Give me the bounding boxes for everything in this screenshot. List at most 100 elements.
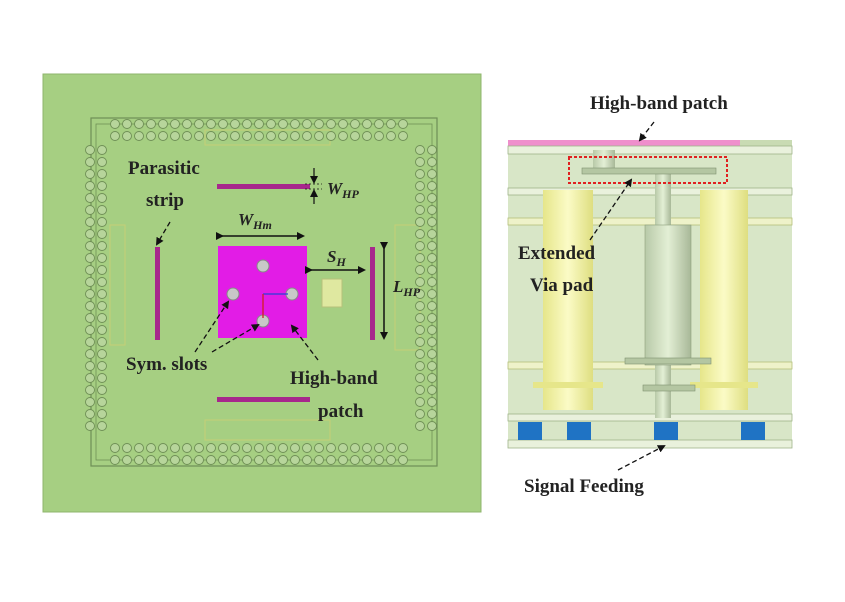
- leader-sym-slots: [194, 300, 230, 353]
- via-circle: [97, 313, 107, 323]
- via-circle: [206, 455, 216, 465]
- via-circle: [266, 443, 276, 453]
- via-circle: [122, 455, 132, 465]
- via-circle: [415, 301, 425, 311]
- via-circle: [266, 131, 276, 141]
- leader-sym-slots: [211, 323, 260, 353]
- via-circle: [266, 455, 276, 465]
- label-signal-feeding: Signal Feeding: [524, 476, 644, 497]
- ground-trace: [204, 129, 331, 146]
- via-circle: [146, 119, 156, 129]
- via-circle: [386, 443, 396, 453]
- label-l-hp: LHP: [392, 277, 421, 299]
- via-circle: [194, 131, 204, 141]
- via-circle: [170, 119, 180, 129]
- via-circle: [362, 119, 372, 129]
- via-circle: [415, 145, 425, 155]
- via-circle: [278, 443, 288, 453]
- via-circle: [85, 409, 95, 419]
- leader-high-band-patch: [638, 121, 655, 142]
- via-circle: [97, 301, 107, 311]
- via-circle: [415, 277, 425, 287]
- label-strip: strip: [146, 190, 184, 211]
- leader-high-band: [290, 324, 319, 361]
- label-extended: Extended: [518, 243, 596, 264]
- via-circle: [170, 443, 180, 453]
- via-circle: [194, 119, 204, 129]
- via-circle: [254, 119, 264, 129]
- via-circle: [158, 443, 168, 453]
- via-circle: [230, 119, 240, 129]
- via-circle: [97, 337, 107, 347]
- via-circle: [350, 443, 360, 453]
- via-circle: [85, 217, 95, 227]
- label-via-pad: Via pad: [530, 275, 594, 296]
- via-circle: [97, 289, 107, 299]
- via-circle: [415, 265, 425, 275]
- via-circle: [398, 119, 408, 129]
- via-circle: [427, 397, 437, 407]
- via-circle: [110, 455, 120, 465]
- via-circle: [326, 455, 336, 465]
- parasitic-strip-top: [217, 184, 310, 189]
- via-circle: [314, 455, 324, 465]
- via-circle: [218, 119, 228, 129]
- via-circle: [415, 157, 425, 167]
- via-circle: [97, 217, 107, 227]
- via-circle: [427, 145, 437, 155]
- parasitic-strip-bottom: [217, 397, 310, 402]
- via-circle: [415, 289, 425, 299]
- extended-via-pad: [581, 167, 717, 175]
- via-circle: [338, 131, 348, 141]
- via-circle: [218, 131, 228, 141]
- via-circle: [415, 385, 425, 395]
- central-via-pad: [642, 384, 696, 392]
- via-circle: [206, 131, 216, 141]
- via-circle: [85, 157, 95, 167]
- via-circle: [158, 119, 168, 129]
- via-circle: [326, 443, 336, 453]
- via-circle: [158, 455, 168, 465]
- via-circle: [97, 169, 107, 179]
- via-circle: [290, 443, 300, 453]
- dielectric-layer: [507, 187, 793, 196]
- via-circle: [386, 131, 396, 141]
- via-circle: [427, 157, 437, 167]
- leader-signal-feeding: [617, 445, 666, 471]
- via-circle: [97, 265, 107, 275]
- via-circle: [427, 301, 437, 311]
- feed-stub: [321, 278, 343, 308]
- via-circle: [242, 131, 252, 141]
- via-circle: [218, 455, 228, 465]
- via-circle: [230, 131, 240, 141]
- yellow-via: [543, 190, 593, 410]
- via-circle: [338, 455, 348, 465]
- label-sym-slots: Sym. slots: [126, 354, 207, 375]
- label-s-h: SH: [327, 247, 346, 269]
- via-circle: [427, 373, 437, 383]
- via-circle: [326, 119, 336, 129]
- label-patch: patch: [318, 401, 364, 422]
- via-circle: [134, 455, 144, 465]
- via-circle: [415, 169, 425, 179]
- via-circle: [427, 241, 437, 251]
- via-circle: [427, 169, 437, 179]
- via-circle: [415, 193, 425, 203]
- via-circle: [230, 443, 240, 453]
- via-circle: [206, 443, 216, 453]
- via-circle: [97, 241, 107, 251]
- via-circle: [85, 169, 95, 179]
- via-circle: [415, 181, 425, 191]
- via-circle: [427, 361, 437, 371]
- label-parasitic: Parasitic: [128, 158, 200, 179]
- central-via-pad: [624, 357, 712, 365]
- via-circle: [85, 421, 95, 431]
- via-circle: [85, 313, 95, 323]
- via-circle: [427, 229, 437, 239]
- via-circle: [85, 277, 95, 287]
- via-circle: [386, 119, 396, 129]
- via-circle: [415, 373, 425, 383]
- via-circle: [85, 253, 95, 263]
- via-circle: [427, 325, 437, 335]
- via-circle: [290, 455, 300, 465]
